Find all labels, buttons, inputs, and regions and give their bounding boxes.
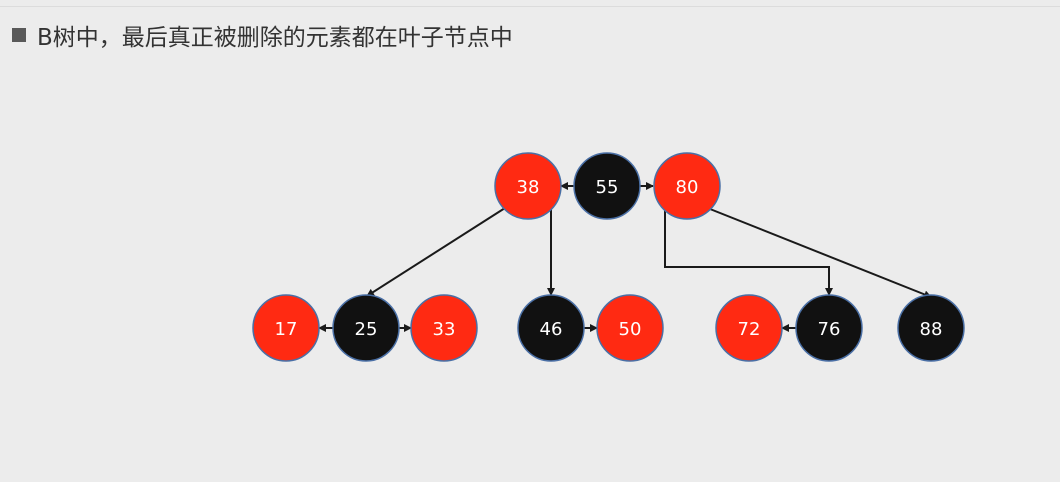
node-value: 33 — [433, 319, 456, 340]
node-circle — [715, 294, 783, 362]
node-circle — [795, 294, 863, 362]
tree-node: 55 — [573, 152, 641, 220]
node-value: 88 — [920, 319, 943, 340]
tree-edges — [318, 182, 932, 332]
slide-heading: B树中，最后真正被删除的元素都在叶子节点中 — [12, 18, 513, 52]
tree-node: 33 — [410, 294, 478, 362]
top-divider — [0, 6, 1060, 7]
tree-node: 76 — [795, 294, 863, 362]
node-circle — [332, 294, 400, 362]
node-circle — [494, 152, 562, 220]
node-circle — [252, 294, 320, 362]
node-value: 46 — [540, 319, 563, 340]
node-circle — [410, 294, 478, 362]
tree-node: 80 — [653, 152, 721, 220]
node-value: 17 — [275, 319, 298, 340]
tree-node: 72 — [715, 294, 783, 362]
tree-node: 25 — [332, 294, 400, 362]
tree-node: 38 — [494, 152, 562, 220]
node-circle — [573, 152, 641, 220]
node-value: 72 — [738, 319, 761, 340]
node-value: 50 — [619, 319, 642, 340]
tree-node: 50 — [596, 294, 664, 362]
tree-node: 88 — [897, 294, 965, 362]
child-edge-80-76 — [664, 208, 833, 296]
node-circle — [596, 294, 664, 362]
node-value: 80 — [676, 177, 699, 198]
root-node-group: 38 55 80 — [494, 152, 721, 220]
node-circle — [897, 294, 965, 362]
child-edge-80-88 — [709, 208, 932, 299]
node-value: 25 — [355, 319, 378, 340]
node-value: 55 — [596, 177, 619, 198]
heading-text: B树中，最后真正被删除的元素都在叶子节点中 — [37, 25, 513, 51]
tree-node: 46 — [517, 294, 585, 362]
tree-node: 17 — [252, 294, 320, 362]
child-edge-38-25 — [366, 207, 506, 297]
leaf-node-group: 17 25 33 46 50 72 — [252, 294, 965, 362]
node-circle — [653, 152, 721, 220]
node-circle — [517, 294, 585, 362]
node-value: 38 — [517, 177, 540, 198]
square-bullet-icon — [12, 28, 26, 42]
node-value: 76 — [818, 319, 841, 340]
